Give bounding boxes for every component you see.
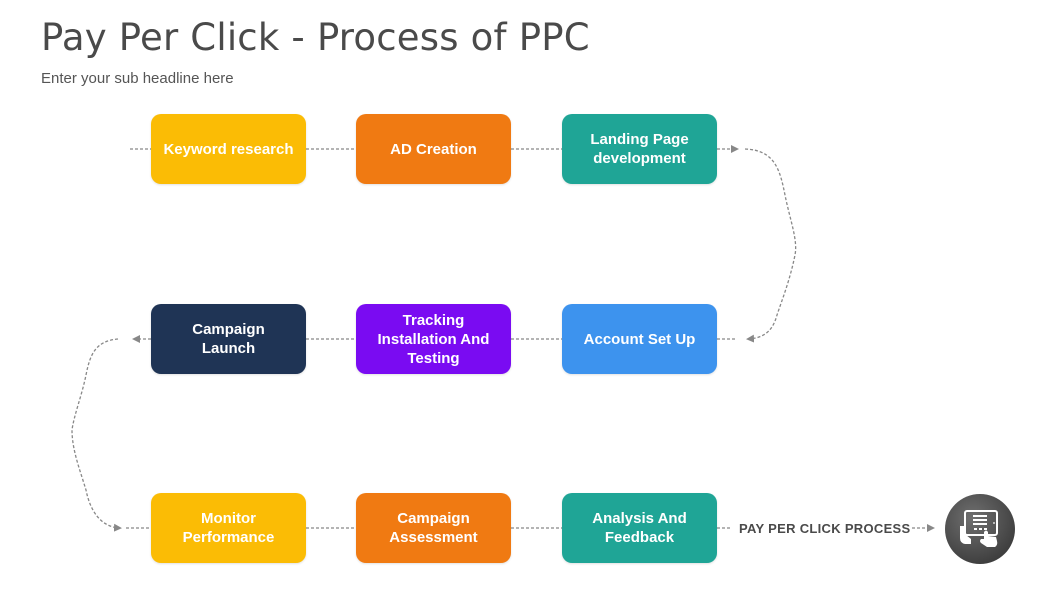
page-title: Pay Per Click - Process of PPC [41, 16, 590, 59]
step-label: Keyword research [163, 140, 294, 158]
page-subtitle: Enter your sub headline here [41, 70, 234, 87]
step-label: Campaign Assessment [389, 510, 478, 546]
step-label: Account Set Up [583, 330, 696, 348]
process-end-label: PAY PER CLICK PROCESS [739, 521, 911, 536]
connector-curve-right [744, 148, 797, 343]
step-landing-page-development: Landing Page development [562, 114, 717, 184]
connector-curve-left [71, 338, 122, 532]
step-label: AD Creation [390, 140, 477, 158]
step-label: Campaign Launch [192, 321, 265, 357]
step-campaign-assessment: Campaign Assessment [356, 493, 511, 563]
step-label: Tracking Installation And Testing [377, 311, 490, 367]
tablet-touch-glyph [960, 510, 998, 547]
step-keyword-research: Keyword research [151, 114, 306, 184]
tablet-touch-icon [945, 494, 1015, 564]
step-tracking-installation: Tracking Installation And Testing [356, 304, 511, 374]
step-analysis-feedback: Analysis And Feedback [562, 493, 717, 563]
step-ad-creation: AD Creation [356, 114, 511, 184]
step-label: Landing Page development [590, 131, 689, 167]
step-campaign-launch: Campaign Launch [151, 304, 306, 374]
step-label: Monitor Performance [182, 510, 275, 546]
step-label: Analysis And Feedback [592, 510, 687, 546]
step-monitor-performance: Monitor Performance [151, 493, 306, 563]
step-account-set-up: Account Set Up [562, 304, 717, 374]
